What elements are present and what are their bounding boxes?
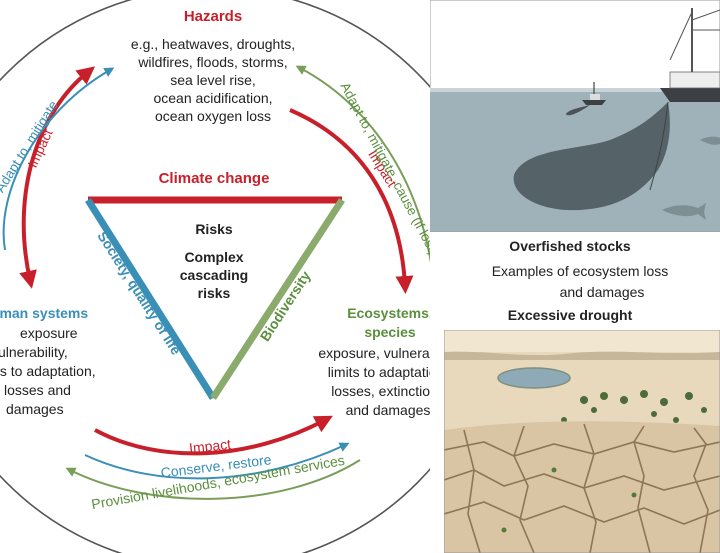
overfished-label: Overfished stocks: [509, 238, 631, 254]
pond-icon: [497, 367, 571, 389]
examples-line-1: Examples of ecosystem loss: [491, 263, 669, 279]
hazards-line-5: ocean oxygen loss: [155, 108, 271, 124]
adapt-right-arrow: [295, 65, 436, 301]
ecosystems-line-2: limits to adaptation,: [327, 364, 449, 380]
fish-icon-2: [700, 136, 720, 145]
risks-label: Risks: [195, 221, 233, 237]
human-systems-title: rman systems: [0, 305, 89, 321]
human-line-1: exposure: [20, 325, 78, 341]
impact-right-arrow: [289, 108, 414, 294]
trawl-net-icon: [513, 102, 670, 211]
small-net-icon: [566, 105, 590, 116]
hazards-line-1: e.g., heatwaves, droughts,: [130, 36, 296, 52]
examples-panel: Overfished stocks Examples of ecosystem …: [430, 0, 720, 553]
ecosystems-line-4: and damages: [345, 402, 431, 418]
fishing-ship-icon: [660, 8, 720, 102]
fishing-illustration: [430, 0, 720, 232]
complex-label-2: cascading: [179, 267, 249, 283]
hazards-line-2: wildfires, floods, storms,: [138, 54, 288, 70]
hazards-line-4: ocean acidification,: [153, 90, 273, 106]
triangle-right-edge: [210, 198, 345, 400]
ecosystems-line-1: exposure, vulnerability: [318, 345, 458, 361]
ecosystems-title-2: species: [364, 324, 416, 340]
human-line-4: losses and: [4, 382, 71, 398]
climate-change-label: Climate change: [158, 170, 270, 187]
examples-line-2: and damages: [559, 284, 645, 300]
human-line-3: ts to adaptation,: [0, 363, 96, 379]
drought-illustration: [444, 330, 720, 553]
human-line-2: ulnerability,: [0, 344, 68, 360]
adapt-left-arrow: [2, 67, 115, 251]
ecosystems-line-3: losses, extinctions: [331, 383, 445, 399]
impact-bottom-arrow: [94, 415, 333, 456]
ecosystems-title-1: Ecosystems,: [347, 305, 433, 321]
small-boat-icon: [582, 82, 606, 105]
hazards-title: Hazards: [183, 8, 243, 25]
impact-left-arrow: [19, 66, 96, 289]
provision-arrow: [65, 459, 361, 500]
conserve-arrow: [84, 442, 350, 480]
drought-label: Excessive drought: [507, 307, 633, 323]
complex-label-3: risks: [197, 285, 231, 301]
complex-label-1: Complex: [184, 249, 244, 265]
human-line-5: damages: [6, 401, 64, 417]
hazards-line-3: sea level rise,: [170, 72, 256, 88]
fish-icon: [662, 203, 706, 220]
triangle-left-edge: [85, 198, 216, 400]
